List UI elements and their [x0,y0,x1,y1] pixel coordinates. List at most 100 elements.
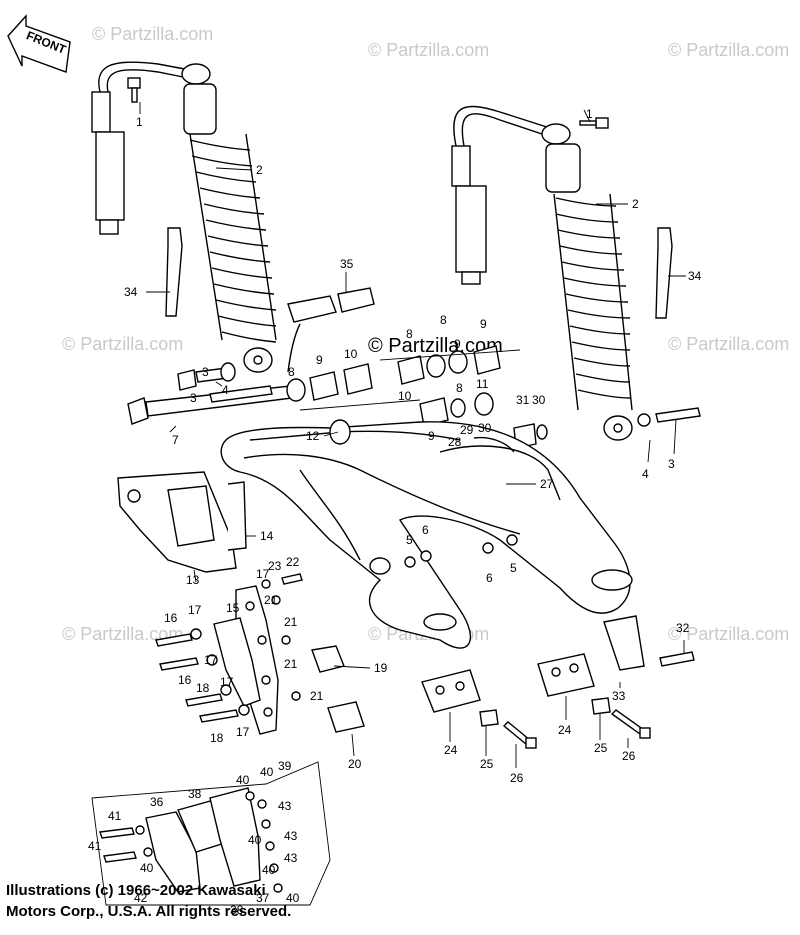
callout-label: 24 [444,743,458,757]
callout-label: 38 [188,787,202,801]
callout-label: 21 [310,689,324,703]
callout-label: 40 [262,863,276,877]
strap-34-left [165,227,183,317]
callout-label: 43 [278,799,292,813]
callout-label: 1 [136,115,143,129]
callout-label: 11 [476,377,489,391]
callout-label: 34 [688,269,702,283]
callout-label: 22 [286,555,300,569]
callout-label: 43 [284,829,298,843]
callout-label: 8 [406,327,413,341]
callout-label: 25 [594,741,608,755]
watermark-text: © Partzilla.com [668,334,789,354]
callout-label: 16 [164,611,178,625]
watermark-text: © Partzilla.com [92,24,213,44]
callout-label: 21 [264,593,278,607]
callout-label: 40 [236,773,250,787]
callout-label: 36 [150,795,164,809]
callout-label: 8 [456,381,463,395]
adjuster-19 [311,645,345,673]
copyright-line-2: Motors Corp., U.S.A. All rights reserved… [6,903,292,920]
callout-label: 14 [260,529,274,543]
callout-label: 8 [288,365,295,379]
callout-label: 9 [316,353,323,367]
callout-label: 10 [344,347,358,361]
callout-label: 25 [480,757,494,771]
callout-label: 33 [612,689,626,703]
watermark-text: © Partzilla.com [62,624,183,644]
callout-label: 3 [202,365,209,379]
strap-34-right [655,227,673,319]
bushing-set-left [220,362,373,402]
callout-label: 19 [374,661,388,675]
callout-label: 28 [448,435,462,449]
callout-label: 8 [440,313,447,327]
watermark-text: © Partzilla.com [668,40,789,60]
callout-label: 18 [196,681,210,695]
watermark-center-text: © Partzilla.com [368,335,503,357]
callout-label: 42 [134,891,148,905]
callout-label: 30 [532,393,546,407]
callout-label: 39 [278,759,292,773]
callout-label: 41 [88,839,102,853]
watermark-text: © Partzilla.com [368,40,489,60]
callout-label: 40 [286,891,300,905]
callout-label: 27 [540,477,554,491]
callout-label: 7 [172,433,179,447]
callout-label: 40 [140,861,154,875]
small-bolts-left [155,573,303,723]
callout-label: 38 [230,903,244,917]
callout-label: 2 [632,197,639,211]
callout-label: 6 [486,571,493,585]
callout-label: 17 [236,725,250,739]
callout-label: 23 [268,559,282,573]
callout-label: 5 [510,561,517,575]
callout-labels: 1 1 2 2 3 3 3 4 4 5 5 6 6 7 8 8 8 8 9 9 … [88,107,702,917]
callout-label: 37 [256,891,270,905]
callout-label: 40 [248,833,262,847]
watermark-text: © Partzilla.com [668,624,789,644]
callout-label: 40 [260,765,274,779]
callout-label: 4 [642,467,649,481]
callout-label: 43 [284,851,298,865]
front-arrow-icon: FRONT [7,14,71,73]
bolt-1-right [579,117,609,129]
leader-lines [139,102,686,768]
sleeve-35 [287,287,375,373]
callout-label: 24 [558,723,572,737]
adjuster-24-left [421,669,537,749]
bracket-13 [117,471,247,573]
callout-label: 29 [460,423,474,437]
callout-label: 26 [622,749,636,763]
callout-label: 3 [190,391,197,405]
pivot-bolt-7 [127,367,293,425]
callout-label: 12 [306,429,320,443]
callout-label: 9 [480,317,487,331]
callout-label: 17 [204,653,218,667]
callout-label: 21 [284,657,298,671]
callout-label: 18 [210,731,224,745]
copyright-line-1: Illustrations (c) 1966~2002 Kawasaki [6,882,266,899]
callout-label: 9 [454,337,461,351]
callout-label: 30 [478,421,492,435]
adjuster-20 [327,701,365,733]
right-shock-absorber [451,105,633,441]
callout-label: 5 [406,533,413,547]
callout-label: 16 [178,673,192,687]
chain-guard-inset [91,761,331,906]
callout-label: 17 [220,675,234,689]
callout-label: 17 [256,567,270,581]
callout-label: 2 [256,163,263,177]
callout-label: 26 [510,771,524,785]
callout-label: 6 [422,523,429,537]
callout-label: 4 [222,383,229,397]
left-shock-absorber [91,61,277,373]
callout-label: 15 [226,601,240,615]
callout-label: 41 [108,809,122,823]
callout-label: 10 [398,389,412,403]
callout-label: 17 [188,603,202,617]
callout-label: 35 [340,257,354,271]
callout-label: 20 [348,757,362,771]
